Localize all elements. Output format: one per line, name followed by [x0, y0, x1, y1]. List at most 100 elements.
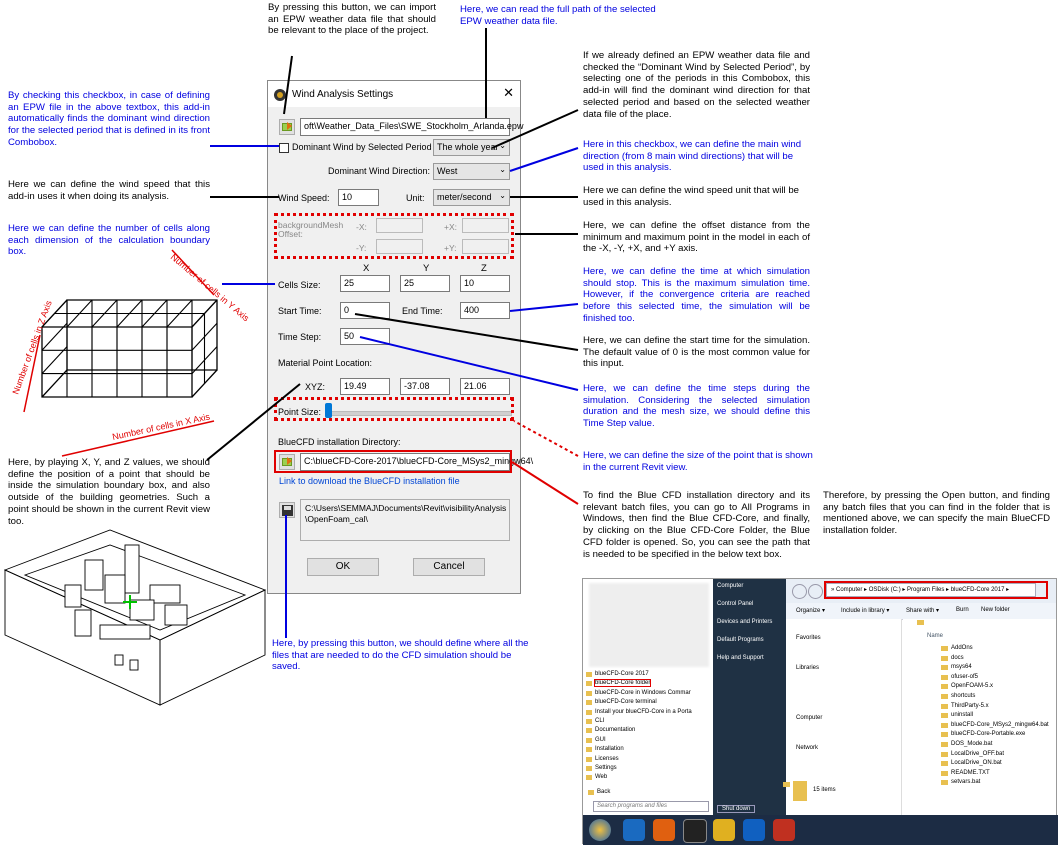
- blurred-programs: [589, 583, 709, 667]
- media-icon[interactable]: [653, 819, 675, 841]
- nav-network[interactable]: Network: [796, 745, 819, 751]
- new-folder-button[interactable]: New folder: [981, 607, 1010, 613]
- file-row[interactable]: setvars.bat: [940, 779, 981, 786]
- nav-libraries[interactable]: Libraries: [796, 665, 820, 671]
- file-row[interactable]: uninstall: [940, 712, 974, 719]
- file-row[interactable]: ofuser-of5: [940, 673, 979, 680]
- file-row[interactable]: docs: [941, 654, 964, 661]
- wind-speed-input[interactable]: 10: [338, 189, 379, 206]
- epw-path-field[interactable]: oft\Weather_Data_Files\SWE_Stockholm_Arl…: [300, 118, 523, 136]
- bluecfd-download-link[interactable]: Link to download the BlueCFD installatio…: [279, 476, 460, 486]
- unit-label: Unit:: [406, 193, 425, 203]
- file-row[interactable]: LocalDrive_OFF.bat: [940, 750, 1005, 757]
- chevron-down-icon: ⌄: [499, 141, 506, 150]
- folder-icon: [783, 781, 807, 801]
- direction-select[interactable]: West⌄: [433, 163, 510, 180]
- offset-plus-x-input[interactable]: [462, 218, 509, 233]
- forward-icon[interactable]: [808, 584, 823, 599]
- point-size-slider[interactable]: [324, 403, 332, 418]
- direction-label: Dominant Wind Direction:: [328, 166, 431, 176]
- period-select[interactable]: The whole year⌄: [433, 139, 510, 156]
- app-icon[interactable]: [683, 819, 707, 843]
- start-program-item[interactable]: blueCFD-Core in Windows Commar: [586, 689, 691, 696]
- file-row[interactable]: ThirdParty-5.x: [941, 702, 989, 709]
- pdf-icon[interactable]: [773, 819, 795, 841]
- start-time-input[interactable]: 0: [340, 302, 390, 319]
- burn-button[interactable]: Burn: [956, 607, 969, 613]
- nav-favorites[interactable]: Favorites: [796, 635, 821, 641]
- offset-minus-x-input[interactable]: [376, 218, 423, 233]
- point-z-input[interactable]: 21.06: [460, 378, 510, 395]
- dominant-wind-label: Dominant Wind by Selected Period: [292, 142, 432, 152]
- building-model: [3, 529, 267, 706]
- file-row[interactable]: LocalDrive_ON.bat: [941, 760, 1002, 767]
- time-step-input[interactable]: 50: [340, 328, 390, 345]
- name-column-header[interactable]: Name: [927, 633, 944, 639]
- back-label[interactable]: Back: [587, 789, 611, 795]
- file-row[interactable]: blueCFD-Core-Portable.exe: [940, 731, 1026, 738]
- start-program-item[interactable]: GUI: [586, 736, 606, 743]
- start-right-item[interactable]: Help and Support: [717, 655, 764, 661]
- save-folder-button[interactable]: [279, 502, 295, 518]
- file-row[interactable]: DOS_Mode.bat: [940, 741, 993, 747]
- save-path-field[interactable]: C:\Users\SEMMAJ\Documents\Revit\visibili…: [300, 499, 510, 541]
- file-row[interactable]: shortcuts: [940, 693, 976, 699]
- file-row[interactable]: msys64: [941, 664, 972, 671]
- start-program-item[interactable]: Licenses: [586, 755, 619, 762]
- start-program-item[interactable]: Settings: [586, 765, 617, 771]
- cells-z-input[interactable]: 10: [460, 275, 510, 292]
- note-offset: Here, we can define the offset distance …: [583, 220, 810, 255]
- start-program-item[interactable]: CLI: [585, 718, 605, 724]
- back-icon[interactable]: [792, 584, 807, 599]
- bluecfd-path-field[interactable]: C:\blueCFD-Core-2017\blueCFD-Core_MSys2_…: [300, 453, 533, 471]
- cells-y-input[interactable]: 25: [400, 275, 450, 292]
- close-icon[interactable]: ✕: [503, 85, 514, 100]
- start-orb-icon[interactable]: [589, 819, 611, 841]
- unit-select[interactable]: meter/second⌄: [433, 189, 510, 206]
- floppy-disk-icon: [282, 505, 293, 516]
- start-right-item[interactable]: Computer: [717, 583, 744, 589]
- cancel-button[interactable]: Cancel: [413, 558, 485, 576]
- file-row[interactable]: OpenFOAM-5.x: [940, 683, 994, 690]
- offset-plus-y-input[interactable]: [462, 239, 509, 254]
- cells-x-input[interactable]: 25: [340, 275, 390, 292]
- end-time-input[interactable]: 400: [460, 302, 510, 319]
- file-row[interactable]: README.TXT: [941, 769, 990, 776]
- ok-button[interactable]: OK: [307, 558, 379, 576]
- explorer-toolbar: Organize ▾ Include in library ▾ Share wi…: [786, 603, 1056, 620]
- start-program-item[interactable]: Documentation: [585, 727, 636, 734]
- start-right-item[interactable]: Default Programs: [717, 637, 764, 643]
- outlook-icon[interactable]: [743, 819, 765, 841]
- share-with-menu[interactable]: Share with ▾: [906, 608, 940, 614]
- explorer-icon[interactable]: [713, 819, 735, 841]
- col-z-header: Z: [481, 263, 487, 274]
- file-row[interactable]: AddOns: [941, 645, 973, 651]
- import-epw-button[interactable]: [279, 119, 295, 135]
- dominant-wind-checkbox[interactable]: [279, 143, 289, 153]
- ie-icon[interactable]: [623, 819, 645, 841]
- start-right-item[interactable]: Devices and Printers: [717, 619, 773, 625]
- folder-open-icon: [282, 122, 292, 131]
- start-time-label: Start Time:: [278, 306, 322, 316]
- file-row[interactable]: blueCFD-Core_MSys2_mingw64.bat: [941, 721, 1049, 728]
- nav-computer[interactable]: Computer: [796, 715, 823, 721]
- note-wind-direction: Here in this checkbox, we can define the…: [583, 139, 802, 174]
- start-right-item[interactable]: Control Panel: [717, 601, 754, 607]
- note-save-button: Here, by pressing this button, we should…: [272, 638, 529, 673]
- start-program-item[interactable]: Web: [585, 774, 608, 781]
- start-program-item[interactable]: blueCFD-Core 2017: [586, 671, 649, 677]
- point-x-input[interactable]: 19.49: [340, 378, 390, 395]
- start-search-input[interactable]: Search programs and files: [593, 801, 709, 812]
- start-menu-right: Computer Control Panel Devices and Print…: [713, 579, 786, 815]
- point-y-input[interactable]: -37.08: [400, 378, 450, 395]
- address-field[interactable]: » Computer ▸ OSDisk (C:) ▸ Program Files…: [826, 583, 1036, 597]
- offset-minus-y-input[interactable]: [376, 239, 423, 254]
- shutdown-button[interactable]: Shut down: [717, 805, 756, 813]
- start-program-item[interactable]: Installation: [586, 746, 624, 753]
- organize-menu[interactable]: Organize ▾: [796, 608, 826, 614]
- start-program-item[interactable]: blueCFD-Core terminal: [586, 699, 657, 706]
- include-library-menu[interactable]: Include in library ▾: [841, 608, 890, 614]
- bluecfd-folder-item[interactable]: blueCFD-Core folder: [585, 679, 652, 688]
- start-program-item[interactable]: Install your blueCFD-Core in a Porta: [586, 708, 692, 715]
